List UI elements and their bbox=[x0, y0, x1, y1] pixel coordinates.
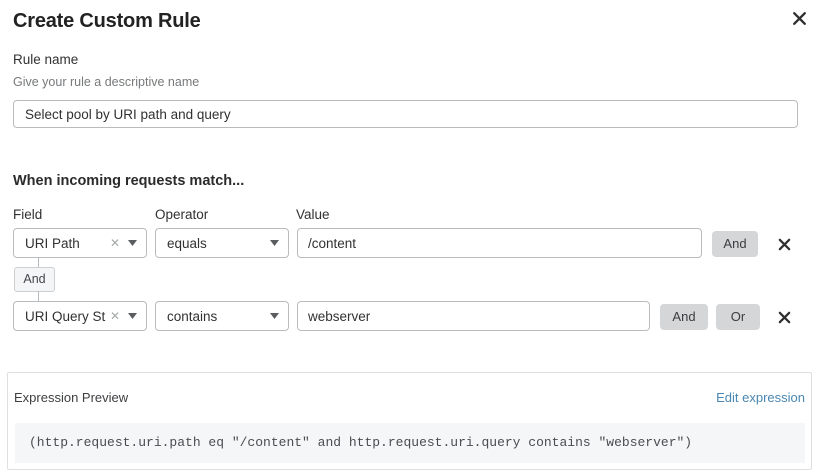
column-header-operator: Operator bbox=[155, 207, 209, 222]
rule-name-help-text: Give your rule a descriptive name bbox=[13, 75, 200, 89]
condition-row-2-field-value: URI Query St... bbox=[25, 308, 106, 324]
conditions-heading: When incoming requests match... bbox=[13, 173, 245, 189]
condition-row-1-operator-select[interactable]: equals bbox=[155, 228, 289, 258]
condition-row-2-delete-button[interactable] bbox=[774, 307, 794, 327]
condition-row-2-value-input[interactable] bbox=[297, 301, 650, 331]
clear-icon[interactable]: ✕ bbox=[109, 236, 120, 250]
rule-name-label: Rule name bbox=[13, 52, 79, 67]
chevron-down-icon[interactable] bbox=[270, 240, 279, 246]
condition-row-1-delete-button[interactable] bbox=[774, 234, 794, 254]
rule-name-input[interactable] bbox=[13, 100, 798, 128]
column-header-value: Value bbox=[296, 207, 330, 222]
condition-row-1-field-select[interactable]: URI Path ✕ bbox=[13, 228, 147, 258]
condition-row-1-operator-value: equals bbox=[167, 235, 207, 251]
condition-row-1-value-input[interactable] bbox=[297, 228, 702, 258]
expression-preview-label: Expression Preview bbox=[14, 390, 129, 405]
condition-row-1-and-button[interactable]: And bbox=[712, 231, 758, 257]
connector-line-bottom bbox=[38, 291, 39, 301]
column-header-field: Field bbox=[13, 207, 43, 222]
close-icon[interactable] bbox=[787, 6, 811, 30]
chevron-down-icon[interactable] bbox=[270, 313, 279, 319]
page-title: Create Custom Rule bbox=[13, 10, 201, 32]
expression-preview-code: (http.request.uri.path eq "/content" and… bbox=[15, 423, 805, 463]
condition-row-2-or-button[interactable]: Or bbox=[716, 304, 760, 330]
condition-row-2-operator-value: contains bbox=[167, 308, 218, 324]
chevron-down-icon[interactable] bbox=[128, 313, 137, 319]
clear-icon[interactable]: ✕ bbox=[109, 309, 120, 323]
condition-row-2-operator-select[interactable]: contains bbox=[155, 301, 289, 331]
chevron-down-icon[interactable] bbox=[128, 240, 137, 246]
condition-row-2-and-button[interactable]: And bbox=[660, 304, 708, 330]
connector-line-top bbox=[38, 258, 39, 268]
connector-and-chip[interactable]: And bbox=[14, 267, 55, 292]
edit-expression-link[interactable]: Edit expression bbox=[716, 390, 805, 405]
condition-row-2-field-select[interactable]: URI Query St... ✕ bbox=[13, 301, 147, 331]
condition-row-1-field-value: URI Path bbox=[25, 235, 80, 251]
